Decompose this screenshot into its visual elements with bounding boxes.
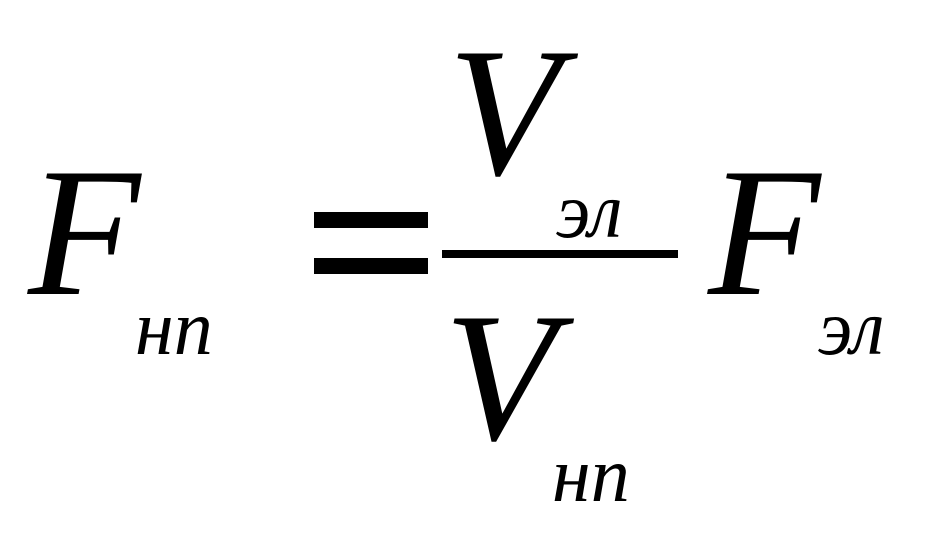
rhs-subscript: эл [818, 284, 885, 371]
equals-sign-bottom-bar [314, 258, 428, 274]
equals-sign-top-bar [314, 212, 428, 228]
fraction-bar [442, 250, 678, 258]
rhs-symbol: F [708, 130, 821, 334]
numerator-subscript: эл [556, 167, 623, 254]
lhs-symbol: F [28, 130, 141, 334]
denominator-symbol: V [444, 275, 557, 479]
denominator-subscript: нп [552, 431, 630, 518]
numerator-symbol: V [448, 10, 561, 214]
lhs-subscript: нп [135, 284, 213, 371]
